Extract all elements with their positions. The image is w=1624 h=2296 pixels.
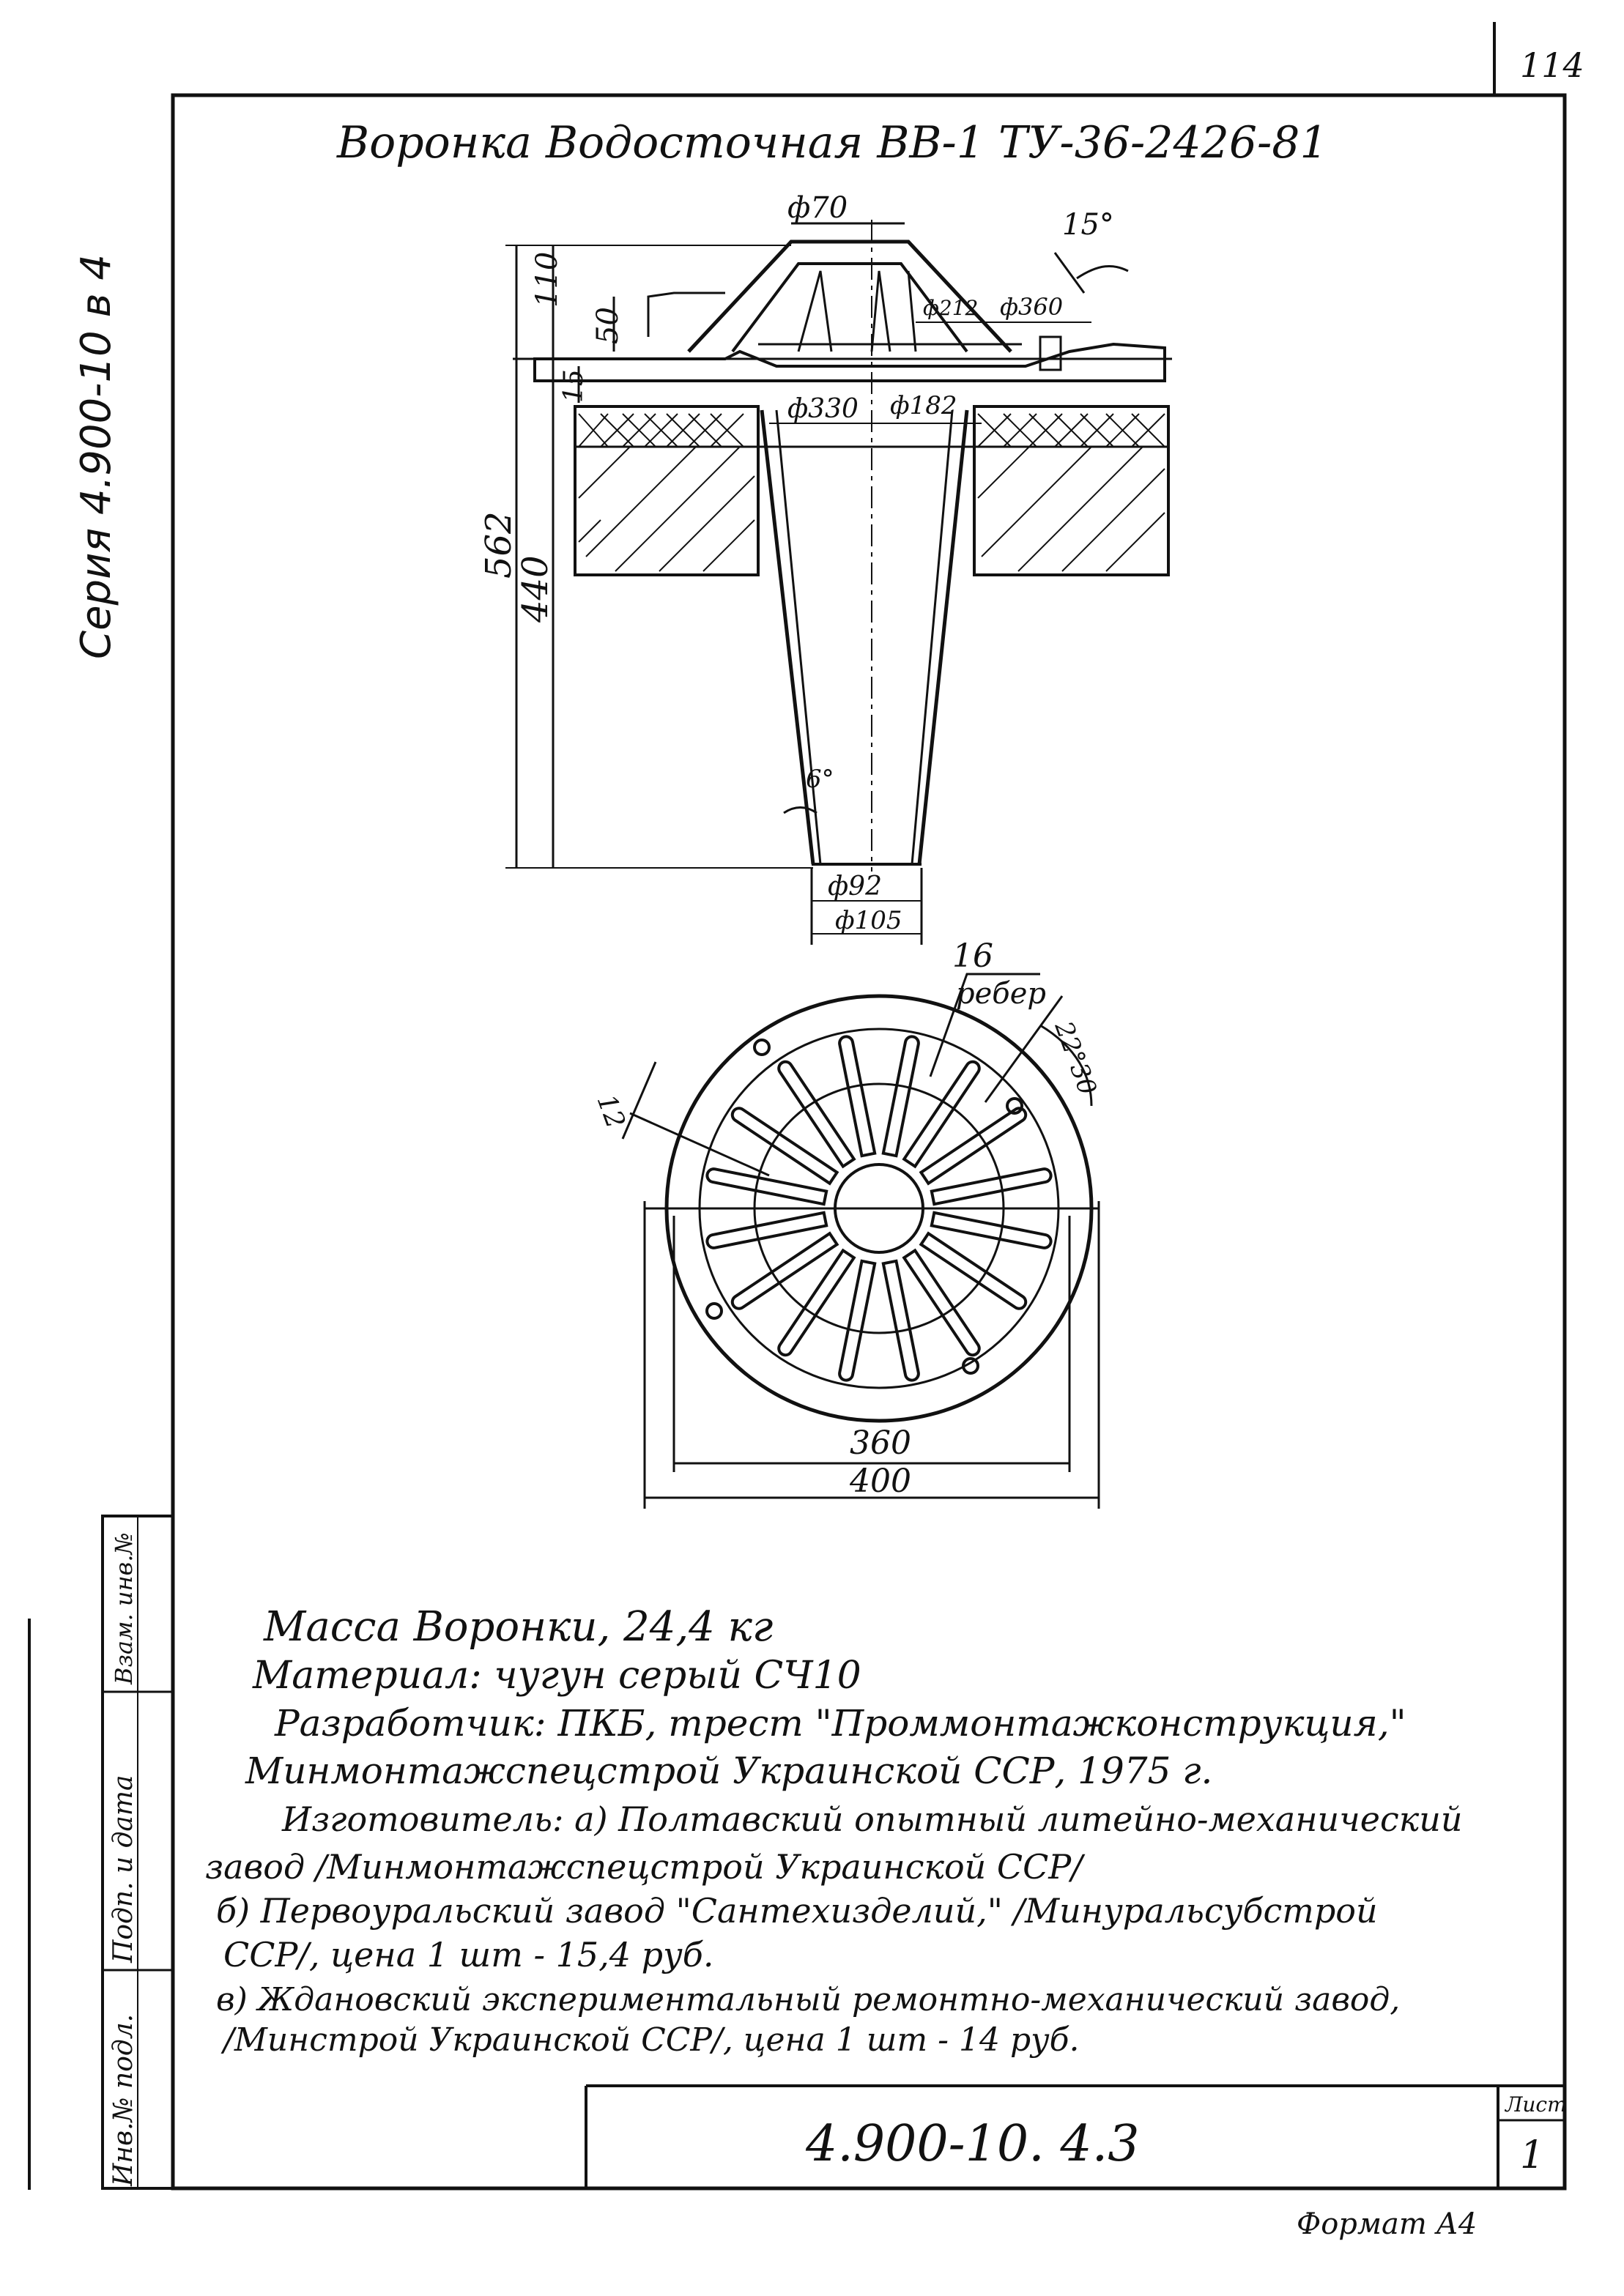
- rib: [902, 1248, 981, 1357]
- rib: [902, 1060, 981, 1169]
- note-line-9: /Минстрой Украинской ССР/, цена 1 шт - 1…: [220, 2021, 1079, 2059]
- ribs-count: 16: [952, 937, 993, 975]
- rib: [705, 1211, 828, 1249]
- rib: [730, 1107, 839, 1186]
- funnel-section-view: 110 50 15 562 440 ф70 15° ф360 ф212 ф330…: [478, 191, 1172, 945]
- stamp-label-inv: Инв.№ подл.: [108, 2014, 138, 2187]
- notes-block: Масса Воронки, 24,4 кг Материал: чугун с…: [205, 1603, 1462, 2059]
- note-line-3: Минмонтажспецстрой Украинской ССР, 1975 …: [245, 1750, 1212, 1792]
- rib: [838, 1259, 877, 1382]
- rib: [881, 1259, 920, 1382]
- dim-562: 562: [478, 511, 519, 579]
- dim-400: 400: [849, 1463, 911, 1500]
- rib: [881, 1035, 920, 1158]
- note-line-7: ССР/, цена 1 шт - 15,4 руб.: [223, 1935, 714, 1974]
- note-line-0: Масса Воронки, 24,4 кг: [263, 1603, 773, 1651]
- rib: [777, 1060, 856, 1169]
- doc-number: 4.900-10. 4.3: [805, 2115, 1140, 2173]
- dim-110: 110: [530, 252, 564, 308]
- dim-angle22: 22°30: [1048, 1017, 1102, 1099]
- dim-angle15: 15°: [1062, 208, 1114, 242]
- dim-angle6: 6°: [806, 765, 834, 794]
- rib: [919, 1107, 1028, 1186]
- dim-d92: ф92: [828, 872, 882, 902]
- rib: [838, 1035, 877, 1158]
- dim-d330: ф330: [787, 394, 859, 424]
- note-line-8: в) Ждановский экспериментальный ремонтно…: [216, 1981, 1400, 2018]
- note-line-2: Разработчик: ПКБ, трест "Проммонтажконст…: [274, 1702, 1406, 1745]
- side-stamp: Инв.№ подл. Подп. и дата Взам. инв.№: [101, 1515, 174, 2190]
- note-line-4: Изготовитель: а) Полтавский опытный лите…: [281, 1799, 1462, 1839]
- stamp-label-sign: Подп. и дата: [108, 1775, 138, 1964]
- rib: [919, 1231, 1028, 1310]
- note-line-1: Материал: чугун серый СЧ10: [252, 1654, 861, 1698]
- stamp-label-replace: Взам. инв.№: [110, 1532, 138, 1685]
- dim-d182: ф182: [890, 391, 957, 420]
- rib: [777, 1248, 856, 1357]
- sheet-number-corner: 114: [1520, 45, 1584, 85]
- note-line-6: б) Первоуральский завод "Сантехизделий,"…: [216, 1891, 1378, 1931]
- rib: [930, 1211, 1053, 1249]
- dim-d70: ф70: [787, 191, 848, 225]
- drawing-frame: [171, 93, 1567, 2191]
- series-label: Серия 4.900-10 в 4: [73, 254, 120, 659]
- dim-15: 15: [559, 369, 589, 403]
- dim-360: 360: [850, 1424, 911, 1462]
- dim-d360: ф360: [1000, 293, 1063, 321]
- sheet-value: 1: [1520, 2133, 1544, 2177]
- rib: [730, 1231, 839, 1310]
- title-block: 4.900-10. 4.3 Лист 1 Формат А4: [585, 2084, 1567, 2241]
- dim-d212: ф212: [923, 296, 978, 320]
- dim-50: 50: [591, 307, 625, 344]
- rib: [705, 1167, 828, 1206]
- note-line-5: завод /Минмонтажспецстрой Украинской ССР…: [205, 1847, 1086, 1887]
- dim-d105: ф105: [835, 906, 902, 935]
- dim-440: 440: [515, 555, 556, 623]
- funnel-plan-view: 16 ребер 22°30 12 360 400: [591, 937, 1102, 1509]
- rib: [930, 1167, 1053, 1206]
- sheet-label: Лист: [1504, 2092, 1567, 2117]
- ribs-word: ребер: [956, 977, 1046, 1011]
- dim-rib12: 12: [591, 1091, 631, 1132]
- drawing-title: Воронка Водосточная ВВ-1 ТУ-36-2426-81: [336, 117, 1328, 168]
- format-label: Формат А4: [1297, 2207, 1477, 2241]
